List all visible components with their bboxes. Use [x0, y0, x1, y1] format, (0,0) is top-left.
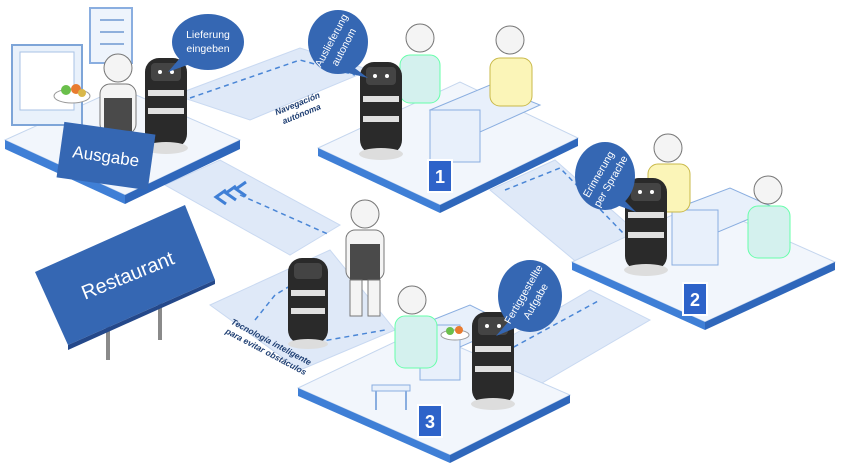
route-dash-right: [504, 167, 626, 236]
station-2-badge: [682, 282, 708, 316]
guest-1b: [489, 25, 533, 107]
path-left: [163, 159, 342, 256]
svg-text:Lieferung: Lieferung: [186, 29, 230, 41]
station-3-number: 3: [425, 412, 435, 432]
bubble-voice: Erinnerung per Sprache: [575, 142, 636, 212]
station-1-platform: 1: [316, 23, 580, 213]
robot-pickup: [144, 58, 188, 154]
menu-board: [89, 7, 133, 64]
bubble-delivery: Auslieferung autonom: [308, 10, 368, 78]
station-3-badge: [417, 404, 443, 438]
chair-3: [371, 384, 411, 410]
waiter-figure: [345, 199, 385, 317]
station-2-number: 2: [690, 290, 700, 310]
pickup-platform: Ausgabe: [3, 7, 242, 204]
route-dash-left: [239, 194, 331, 236]
route-dash-return: [254, 279, 301, 321]
bubble-done: Fertiggestellte Aufgabe: [496, 260, 562, 336]
guest-1a: [399, 23, 441, 104]
chef-figure: [99, 53, 137, 135]
station-3-platform: 3: [296, 285, 572, 463]
robot-station-2: [624, 178, 668, 276]
robot-return: [288, 258, 328, 349]
food-plate-3: [440, 326, 470, 341]
robot-station-3: [471, 312, 515, 410]
robot-station-1: [359, 62, 403, 160]
station-1-badge: [427, 159, 453, 193]
station-1-number: 1: [435, 167, 445, 187]
bubble-order: Lieferung eingeben: [168, 14, 244, 72]
pickup-label-box: [56, 121, 156, 191]
station-2-platform: 2: [570, 133, 837, 330]
svg-text:eingeben: eingeben: [186, 43, 229, 55]
restaurant-sign: Restaurant: [35, 205, 215, 360]
direction-chevrons: [213, 180, 247, 206]
guest-3: [394, 285, 438, 369]
guest-2b: [747, 175, 791, 259]
